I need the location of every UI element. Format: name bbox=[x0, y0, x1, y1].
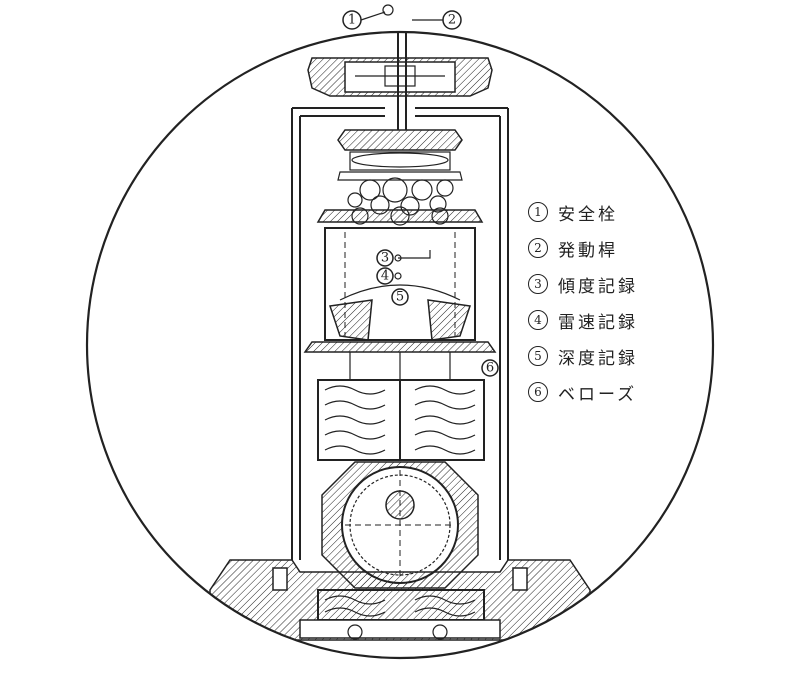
callout-1: 1 bbox=[342, 4, 394, 30]
depth-recorder-arm-right bbox=[427, 299, 471, 341]
depth-recorder-arm-left bbox=[329, 299, 373, 341]
legend-item-torpedo-speed-record: 4 雷速記録 bbox=[528, 302, 708, 338]
svg-text:2: 2 bbox=[448, 13, 456, 28]
legend-number: 2 bbox=[528, 238, 548, 258]
outer-circle-frame bbox=[85, 30, 715, 660]
legend-item-safety-pin: 1 安全栓 bbox=[528, 194, 708, 230]
recorder-chamber bbox=[324, 227, 476, 341]
legend-item-bellows: 6 ベローズ bbox=[528, 374, 708, 410]
legend-item-inclination-record: 3 傾度記録 bbox=[528, 266, 708, 302]
legend-number: 5 bbox=[528, 346, 548, 366]
legend: 1 安全栓 2 発動桿 3 傾度記録 4 雷速記録 5 深度記録 6 ベローズ bbox=[528, 194, 708, 410]
legend-number: 6 bbox=[528, 382, 548, 402]
callout-5: 5 bbox=[391, 288, 409, 306]
legend-label: ベローズ bbox=[558, 384, 638, 405]
svg-text:6: 6 bbox=[486, 361, 494, 376]
legend-label: 発動桿 bbox=[558, 240, 618, 261]
bellows-right bbox=[414, 385, 476, 455]
legend-number: 1 bbox=[528, 202, 548, 222]
svg-text:1: 1 bbox=[348, 13, 356, 28]
legend-label: 安全栓 bbox=[558, 204, 618, 225]
svg-text:3: 3 bbox=[381, 251, 389, 266]
legend-item-starting-lever: 2 発動桿 bbox=[528, 230, 708, 266]
svg-text:5: 5 bbox=[396, 290, 404, 305]
left-bolt bbox=[272, 567, 288, 591]
callout-3: 3 bbox=[376, 249, 394, 267]
upper-plate bbox=[337, 129, 463, 151]
legend-number: 4 bbox=[528, 310, 548, 330]
legend-item-depth-record: 5 深度記録 bbox=[528, 338, 708, 374]
svg-text:4: 4 bbox=[381, 269, 389, 284]
middle-plate bbox=[303, 341, 497, 353]
legend-label: 雷速記録 bbox=[558, 312, 638, 333]
right-bolt bbox=[512, 567, 528, 591]
bellows-left bbox=[324, 385, 386, 455]
top-cap-inner bbox=[344, 61, 456, 93]
legend-label: 傾度記録 bbox=[558, 276, 638, 297]
gear-layer-1 bbox=[337, 171, 463, 181]
callout-4: 4 bbox=[376, 267, 394, 285]
callout-6: 6 bbox=[481, 359, 499, 377]
legend-number: 3 bbox=[528, 274, 548, 294]
legend-label: 深度記録 bbox=[558, 348, 638, 369]
callout-2: 2 bbox=[412, 10, 462, 30]
gear-plate bbox=[316, 209, 484, 223]
